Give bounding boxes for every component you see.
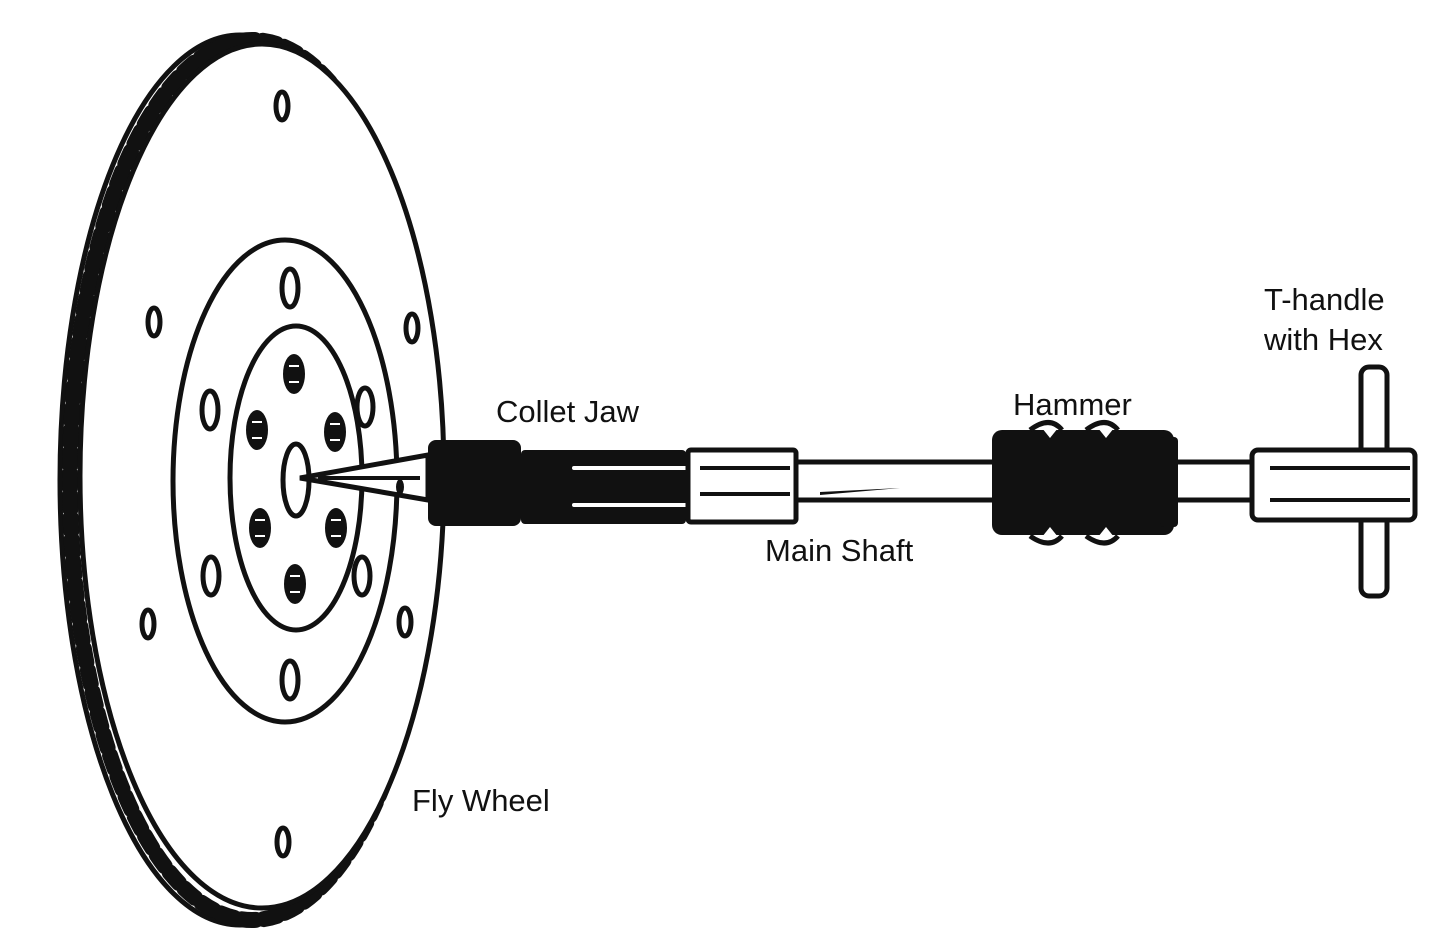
flywheel-hole <box>279 658 301 702</box>
flywheel-hole <box>279 266 301 310</box>
collet-jaw <box>299 440 688 526</box>
flywheel-middle-holes <box>199 266 376 702</box>
main-shaft-label: Main Shaft <box>765 533 914 568</box>
hammer-label: Hammer <box>1013 387 1132 422</box>
slide-hammer <box>992 420 1178 546</box>
hub-bolt <box>283 354 305 394</box>
hub-bolt <box>284 564 306 604</box>
flywheel-hole <box>396 605 414 639</box>
collet-slotted-section <box>521 450 686 524</box>
shaft-coupling <box>685 447 799 525</box>
flywheel-hole <box>273 89 291 123</box>
fly-wheel-label: Fly Wheel <box>412 783 550 818</box>
hub-bolt <box>249 508 271 548</box>
flywheel-hub-bolts <box>246 354 347 604</box>
hammer-body <box>992 430 1174 535</box>
hub-bolt <box>325 508 347 548</box>
t-handle <box>1249 364 1418 599</box>
flywheel <box>57 32 447 928</box>
hub-bolt <box>324 412 346 452</box>
t-handle-hex <box>1249 447 1418 523</box>
hub-bolt-highlights <box>252 365 341 593</box>
t-handle-label-line1: T-handle <box>1264 282 1385 317</box>
flywheel-hole <box>200 554 222 598</box>
flywheel-hole <box>139 607 157 641</box>
hub-bolt <box>246 410 268 450</box>
t-handle-label: T-handle with Hex <box>1264 280 1385 360</box>
flywheel-hole <box>199 388 221 432</box>
flywheel-hole <box>354 385 376 429</box>
flywheel-hole <box>351 554 373 598</box>
flywheel-outer-holes <box>139 89 421 859</box>
collet-body <box>428 440 521 526</box>
flywheel-hole <box>403 311 421 345</box>
flywheel-hole <box>274 825 292 859</box>
flywheel-hole <box>145 305 163 339</box>
collet-jaw-label: Collet Jaw <box>496 394 639 429</box>
t-handle-label-line2: with Hex <box>1264 322 1383 357</box>
